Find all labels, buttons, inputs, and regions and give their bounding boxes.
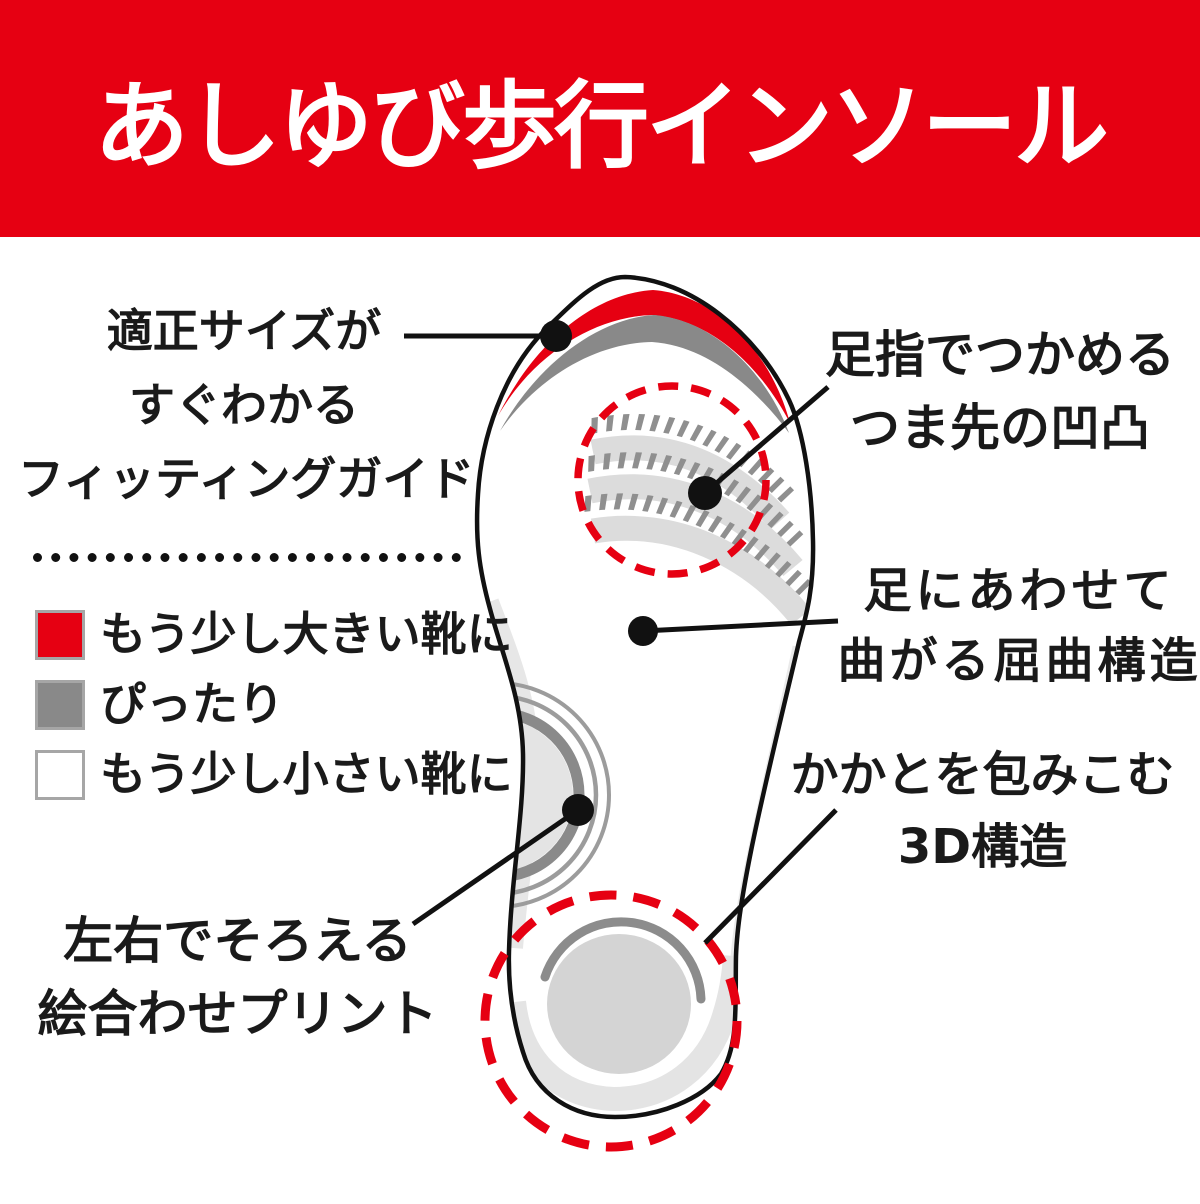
flex-line2: 曲がる屈曲構造: [837, 633, 1200, 689]
dot-print: [562, 794, 594, 826]
fitting-guide-legend: もう少し大きい靴に ぴったり もう少し小さい靴に: [35, 609, 513, 820]
leader-heel: [703, 808, 838, 945]
print-line2: 絵合わせプリント: [37, 985, 438, 1043]
insole-outline: [474, 274, 816, 1120]
toe-grip-label: 足指でつかめる つま先の凹凸: [790, 319, 1200, 465]
legend-swatch-gray: [35, 679, 85, 730]
legend-label-large: もう少し大きい靴に: [100, 607, 513, 661]
flex-line1: 足にあわせて: [863, 563, 1176, 619]
dotted-separator: [33, 553, 461, 562]
legend-row-large: もう少し大きい靴に: [35, 609, 513, 660]
flex-structure-label: 足にあわせて 曲がる屈曲構造: [807, 556, 1200, 696]
heel-line2: 3D構造: [897, 819, 1068, 875]
fitting-guide-label: 適正サイズが すぐわかる フィッティングガイド: [18, 294, 475, 516]
dot-fitting-guide: [540, 320, 572, 352]
toe-highlight-circle: [574, 382, 770, 578]
callout-lines: [404, 333, 839, 945]
heel-highlight-circle: [480, 890, 742, 1152]
fit-band-fit: [500, 315, 789, 433]
dot-flex: [628, 616, 658, 646]
edge-shadow-heel: [502, 955, 747, 1112]
leader-print: [411, 807, 580, 927]
fitting-guide-line3: フィッティングガイド: [18, 452, 475, 506]
fit-band-large: [498, 290, 790, 423]
fitting-guide-line1: 適正サイズが: [106, 304, 382, 358]
toe-texture-ticks: [584, 413, 814, 601]
heel-3d-label: かかとを包みこむ 3D構造: [770, 739, 1195, 883]
toe-grip-line1: 足指でつかめる: [825, 326, 1175, 384]
callout-dots: [540, 320, 722, 826]
legend-label-small: もう少し小さい靴に: [100, 747, 513, 801]
page-title: あしゆび歩行インソール: [93, 72, 1109, 182]
legend-swatch-red: [35, 609, 85, 660]
heel-line1: かかとを包みこむ: [790, 747, 1175, 803]
legend-label-fit: ぴったり: [100, 677, 284, 731]
dot-toe-grip: [688, 476, 722, 510]
legend-swatch-white: [35, 749, 85, 800]
matching-print-label: 左右でそろえる 絵合わせプリント: [15, 905, 460, 1051]
legend-row-fit: ぴったり: [35, 677, 495, 731]
heel-pad: [547, 934, 691, 1074]
heel-cup-arc: [540, 917, 706, 1004]
title-banner: あしゆび歩行インソール: [0, 0, 1200, 237]
fitting-guide-line2: すぐわかる: [129, 378, 359, 432]
leader-toe-grip: [703, 385, 830, 495]
legend-row-small: もう少し小さい靴に: [35, 749, 513, 800]
toe-grip-line2: つま先の凹凸: [850, 399, 1150, 457]
leader-flex: [642, 618, 839, 634]
print-line1: 左右でそろえる: [63, 912, 412, 970]
